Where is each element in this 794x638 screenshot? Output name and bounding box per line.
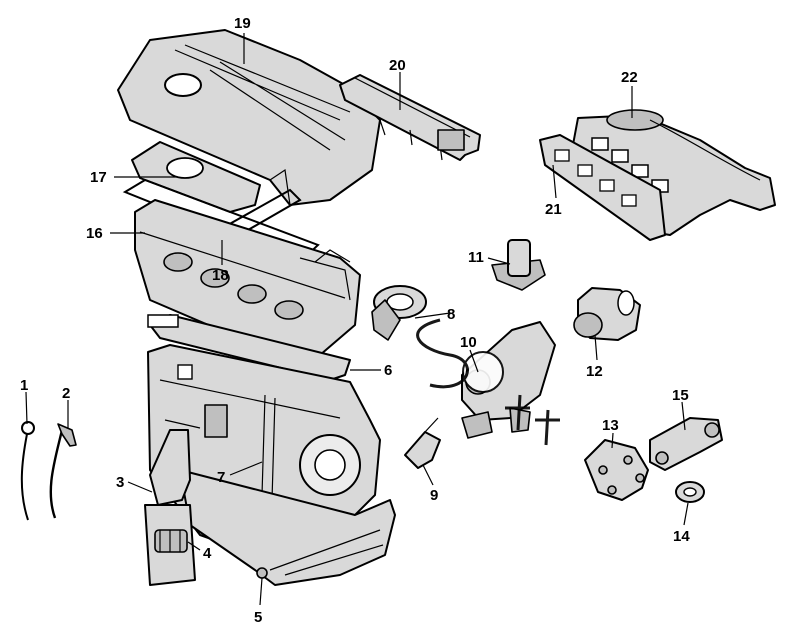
- leader-lines: [25, 33, 689, 606]
- part-oil-filter: [154, 529, 188, 553]
- part-thermostat-housing: [371, 285, 427, 341]
- part-exhaust-gasket: [539, 134, 666, 241]
- callout-3: 3: [116, 474, 124, 491]
- callout-14: 14: [673, 528, 690, 545]
- part-bushing: [675, 481, 705, 503]
- callout-10: 10: [460, 334, 477, 351]
- part-torque-rod: [649, 417, 723, 471]
- callout-22: 22: [621, 69, 638, 86]
- callout-13: 13: [602, 417, 619, 434]
- callout-7: 7: [217, 469, 225, 486]
- part-temp-sensor: [404, 417, 441, 469]
- part-cylinder-head: [134, 199, 361, 361]
- part-dipstick: [20, 421, 35, 521]
- callout-5: 5: [254, 609, 262, 626]
- watermark: [416, 318, 560, 446]
- callout-19: 19: [234, 15, 251, 32]
- callout-21: 21: [545, 201, 562, 218]
- callout-labels: 1 2 3 4 5 6 7 8 9 10 11 12 13 14 15 16 1…: [20, 15, 690, 626]
- callout-20: 20: [389, 57, 406, 74]
- callout-8: 8: [447, 306, 455, 323]
- callout-9: 9: [430, 487, 438, 504]
- part-intake-gasket: [131, 141, 261, 213]
- part-oil-pan: [179, 469, 396, 586]
- callout-2: 2: [62, 385, 70, 402]
- part-sensor-11: [491, 239, 546, 291]
- part-fuel-rail: [339, 74, 481, 161]
- part-engine-mount: [584, 439, 649, 501]
- callout-1: 1: [20, 377, 28, 394]
- callout-17: 17: [90, 169, 107, 186]
- callout-4: 4: [203, 545, 212, 562]
- callout-11: 11: [468, 249, 484, 266]
- callout-15: 15: [672, 387, 689, 404]
- part-head-gasket: [147, 314, 351, 381]
- callout-18: 18: [212, 267, 229, 284]
- callout-16: 16: [86, 225, 103, 242]
- callout-6: 6: [384, 362, 392, 379]
- callout-12: 12: [586, 363, 603, 380]
- part-dipstick-tube: [49, 423, 77, 519]
- part-water-pump: [573, 287, 641, 341]
- part-engine-cover: [117, 29, 381, 206]
